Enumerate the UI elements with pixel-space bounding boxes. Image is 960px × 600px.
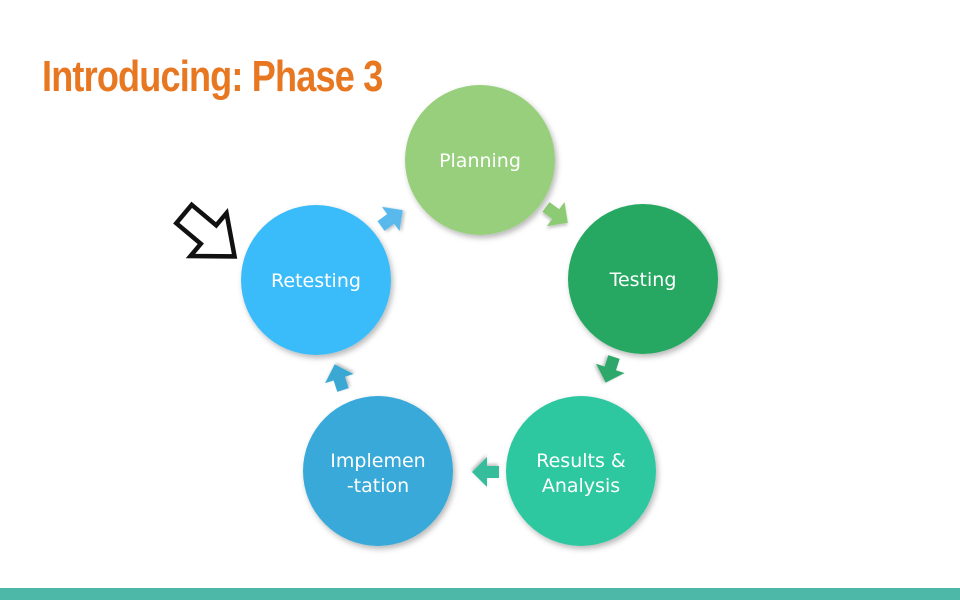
footer-bar — [0, 588, 960, 600]
arrow-results-to-implementation — [472, 457, 499, 487]
arrow-retesting-to-planning — [377, 206, 403, 232]
node-planning: Planning — [405, 85, 555, 235]
arrow-testing-to-results — [596, 355, 625, 383]
arrow-planning-to-testing — [542, 201, 568, 227]
node-label-planning: Planning — [439, 150, 521, 172]
slide-title: Introducing: Phase 3 — [42, 52, 383, 101]
node-label-implementation-line1: Implemen — [330, 450, 425, 472]
node-label-results-line2: Analysis — [542, 475, 620, 497]
node-label-results-line1: Results & — [536, 450, 626, 472]
pointer-arrow-icon — [173, 201, 238, 259]
node-label-retesting: Retesting — [271, 270, 361, 292]
node-results: Results & Analysis — [506, 396, 656, 546]
node-label-testing: Testing — [609, 269, 677, 291]
node-retesting: Retesting — [241, 205, 391, 355]
node-implementation: Implemen -tation — [303, 396, 453, 546]
node-label-implementation-line2: -tation — [347, 475, 409, 497]
arrow-implementation-to-retesting — [325, 364, 354, 392]
node-testing: Testing — [568, 204, 718, 354]
